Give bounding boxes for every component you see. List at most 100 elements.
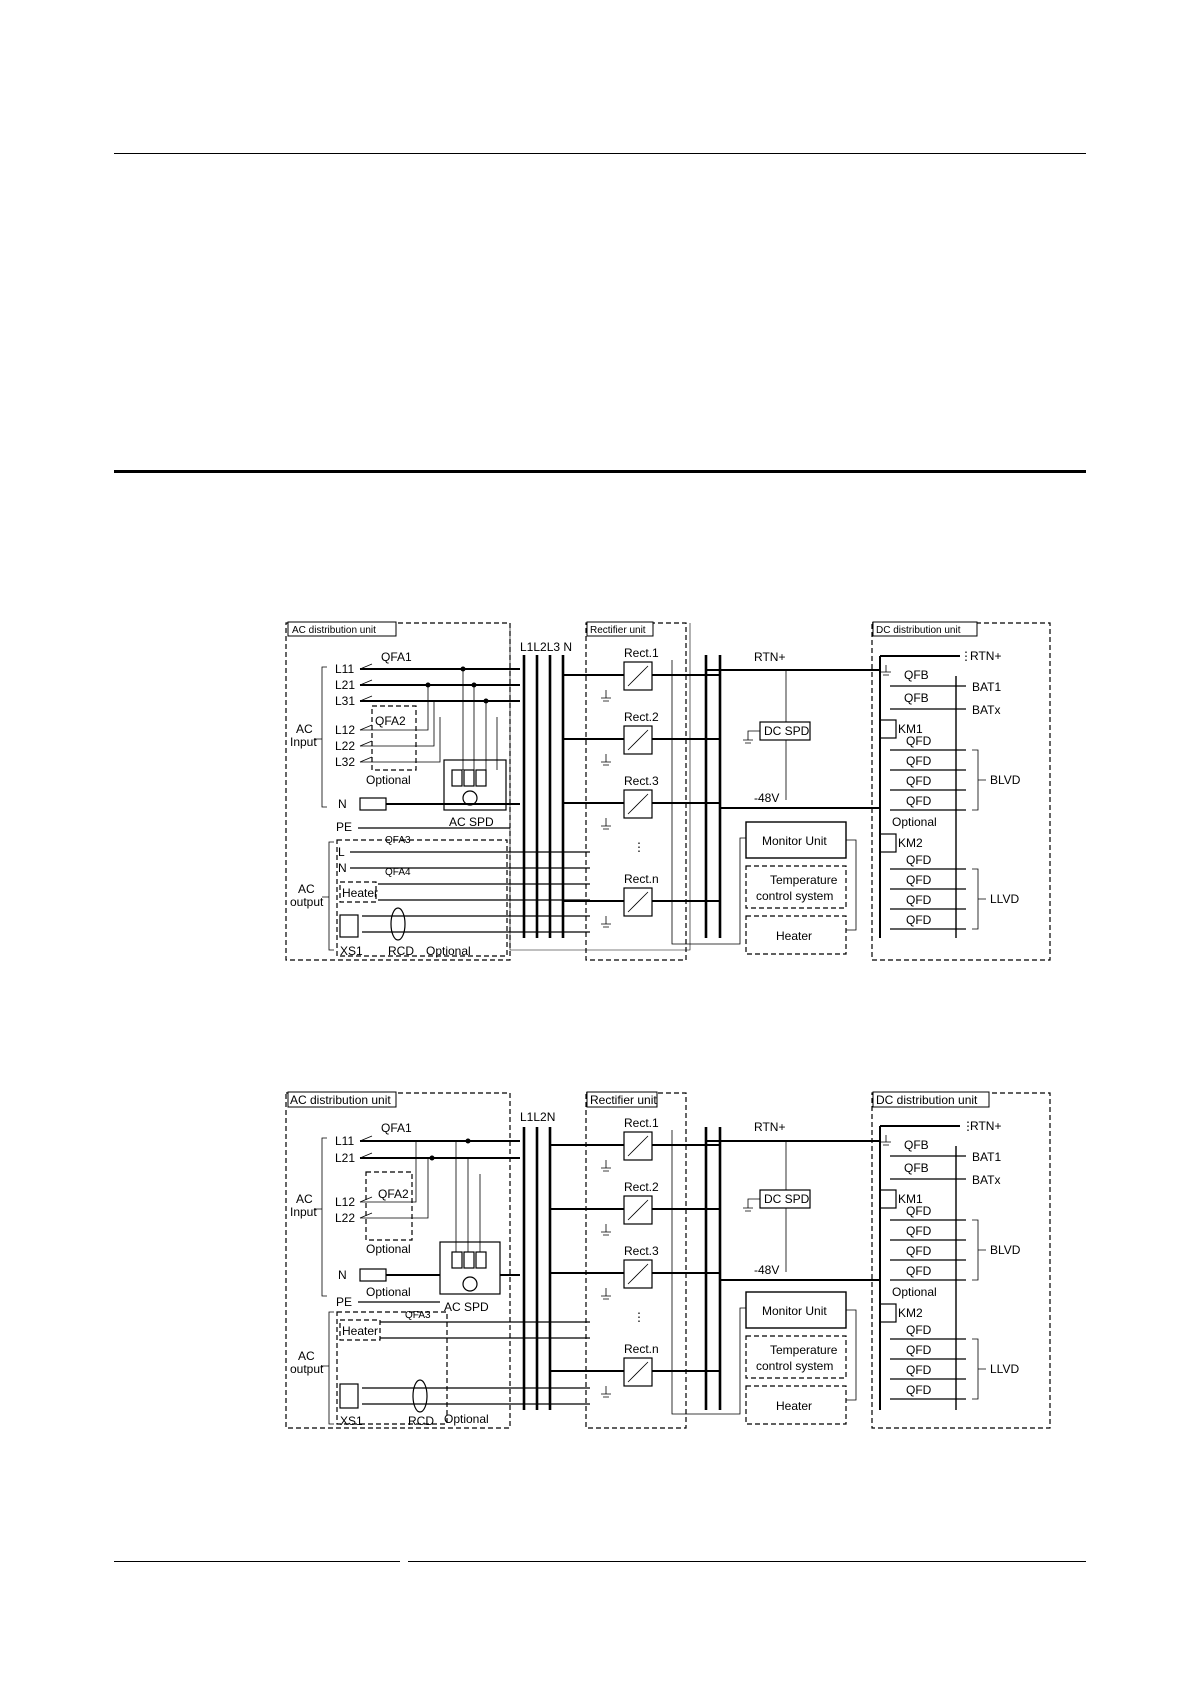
heater-label: Heater bbox=[776, 1399, 812, 1413]
rtn-label: RTN+ bbox=[754, 1120, 785, 1134]
batx-label: BATx bbox=[972, 703, 1000, 717]
rect-wires bbox=[563, 674, 720, 902]
ac-distribution-unit-tag bbox=[287, 621, 397, 637]
ac-bus: L1L2N bbox=[520, 1110, 555, 1410]
junction bbox=[465, 1138, 471, 1144]
ac-distribution-unit-label: AC distribution unit bbox=[290, 1093, 391, 1107]
ac-output-label-line2: output bbox=[290, 1362, 324, 1376]
qfd-label-7: QFD bbox=[906, 893, 932, 907]
rectifier-unit-label: Rectifier unit bbox=[590, 1093, 657, 1107]
battery-wires bbox=[890, 685, 966, 710]
km2-contactor bbox=[879, 833, 897, 853]
ac-bus-bars bbox=[522, 1127, 552, 1410]
optional-label-2: Optional bbox=[366, 1285, 411, 1299]
junction bbox=[429, 1155, 435, 1161]
bat1-label: BAT1 bbox=[972, 680, 1001, 694]
ac-bus-bars bbox=[522, 655, 565, 938]
ac-output-label-line2: output bbox=[290, 895, 324, 909]
dc-distribution-unit-tag bbox=[872, 621, 978, 637]
batx-label: BATx bbox=[972, 1173, 1000, 1187]
dc-bus-bars bbox=[704, 1127, 722, 1410]
rect-wires bbox=[550, 1144, 720, 1372]
ac-input-brace bbox=[314, 666, 327, 808]
qfa1-label: QFA1 bbox=[381, 650, 412, 664]
ac-output-wires bbox=[362, 1321, 590, 1405]
llvd-wires bbox=[890, 868, 966, 930]
qfd-label-3: QFD bbox=[906, 774, 932, 788]
xs1-label: XS1 bbox=[340, 1414, 363, 1428]
llvd-brace bbox=[972, 868, 986, 930]
battery-wires bbox=[890, 1155, 966, 1180]
temperature-control-box bbox=[745, 865, 847, 909]
rtn-out-label: RTN+ bbox=[970, 1119, 1001, 1133]
rect-n-label: Rect.n bbox=[624, 872, 659, 886]
qfd-label-4: QFD bbox=[906, 1264, 932, 1278]
blvd-label: BLVD bbox=[990, 1243, 1021, 1257]
dc-distribution-unit: DC distribution unit ⋮ RTN+ QFB BAT1 QFB… bbox=[871, 621, 1051, 961]
rtn-out-label: RTN+ bbox=[970, 649, 1001, 663]
neg48-label: -48V bbox=[754, 1263, 779, 1277]
input-l12: L12 bbox=[335, 1195, 355, 1209]
spd-element bbox=[463, 1251, 475, 1269]
rcd-symbol bbox=[412, 1379, 428, 1413]
xs1-socket bbox=[339, 914, 359, 938]
input-l12: L12 bbox=[335, 723, 355, 737]
rcd-label: RCD bbox=[388, 944, 414, 958]
rect-2-label: Rect.2 bbox=[624, 1180, 659, 1194]
ac-input-label-line2: Input bbox=[290, 1205, 317, 1219]
monitor-unit-box bbox=[745, 1291, 847, 1329]
input-l21: L21 bbox=[335, 1151, 355, 1165]
rect-n-label: Rect.n bbox=[624, 1342, 659, 1356]
rectifier-unit-tag bbox=[586, 1091, 658, 1108]
spd-element bbox=[475, 1251, 487, 1269]
temp-control-line1: Temperature bbox=[770, 1343, 838, 1357]
qfa3-label: QFA3 bbox=[405, 1310, 431, 1321]
qfd-label-8: QFD bbox=[906, 1383, 932, 1397]
qfd-label-1: QFD bbox=[906, 1204, 932, 1218]
qfd-label-1: QFD bbox=[906, 734, 932, 748]
dc-ground-icon bbox=[881, 1135, 891, 1146]
qfd-label-4: QFD bbox=[906, 794, 932, 808]
input-l32: L32 bbox=[335, 755, 355, 769]
ac-input-label-line2: Input bbox=[290, 735, 317, 749]
rect-1-label: Rect.1 bbox=[624, 646, 659, 660]
qfd-label-2: QFD bbox=[906, 754, 932, 768]
llvd-label: LLVD bbox=[990, 892, 1019, 906]
spd-element bbox=[475, 769, 487, 787]
ac-input-label-line1: AC bbox=[296, 722, 313, 736]
bus-frame bbox=[509, 623, 691, 951]
qfd-label-3: QFD bbox=[906, 1244, 932, 1258]
qfa2-optional-box bbox=[371, 705, 417, 771]
n-label: N bbox=[338, 1268, 347, 1282]
ac-bus: L1L2L3 N bbox=[509, 623, 691, 951]
input-wires-1 bbox=[360, 668, 520, 702]
ac-distribution-unit: AC distribution unit AC Input L11 L21 L1… bbox=[285, 1091, 590, 1429]
monitor-unit-box bbox=[745, 821, 847, 859]
dc-distribution-unit-label: DC distribution unit bbox=[876, 1093, 978, 1107]
dc-bus: RTN+ DC SPD -48V Monitor Unit Temperatur… bbox=[671, 650, 880, 955]
dc-distribution-unit-label: DC distribution unit bbox=[876, 625, 961, 636]
rect-dots: ⋮ bbox=[633, 840, 645, 854]
qfa2-label: QFA2 bbox=[375, 714, 406, 728]
temp-control-line2: control system bbox=[756, 889, 833, 903]
optional-label-3: Optional bbox=[892, 815, 937, 829]
rectifier-unit-label: Rectifier unit bbox=[590, 625, 646, 636]
bus-labels: L1L2L3 N bbox=[520, 640, 572, 654]
rect-3-label: Rect.3 bbox=[624, 774, 659, 788]
dc-main-wire bbox=[879, 655, 960, 938]
ac-spd-label: AC SPD bbox=[449, 815, 494, 829]
dc-ground-icon bbox=[881, 665, 891, 676]
bus-labels: L1L2N bbox=[520, 1110, 555, 1124]
dc-bus-bars bbox=[704, 655, 722, 938]
n-terminal bbox=[359, 1268, 387, 1282]
rcd-label: RCD bbox=[408, 1414, 434, 1428]
heater-box bbox=[745, 1385, 847, 1425]
qfa3-label: QFA3 bbox=[385, 835, 411, 846]
xs1-socket bbox=[339, 1383, 359, 1409]
temperature-control-box bbox=[745, 1335, 847, 1379]
qfb-label-1: QFB bbox=[904, 668, 929, 682]
spd-indicator bbox=[462, 1276, 478, 1292]
junction bbox=[425, 682, 431, 688]
rcd-symbol bbox=[390, 907, 406, 941]
monitor-links bbox=[671, 660, 857, 945]
